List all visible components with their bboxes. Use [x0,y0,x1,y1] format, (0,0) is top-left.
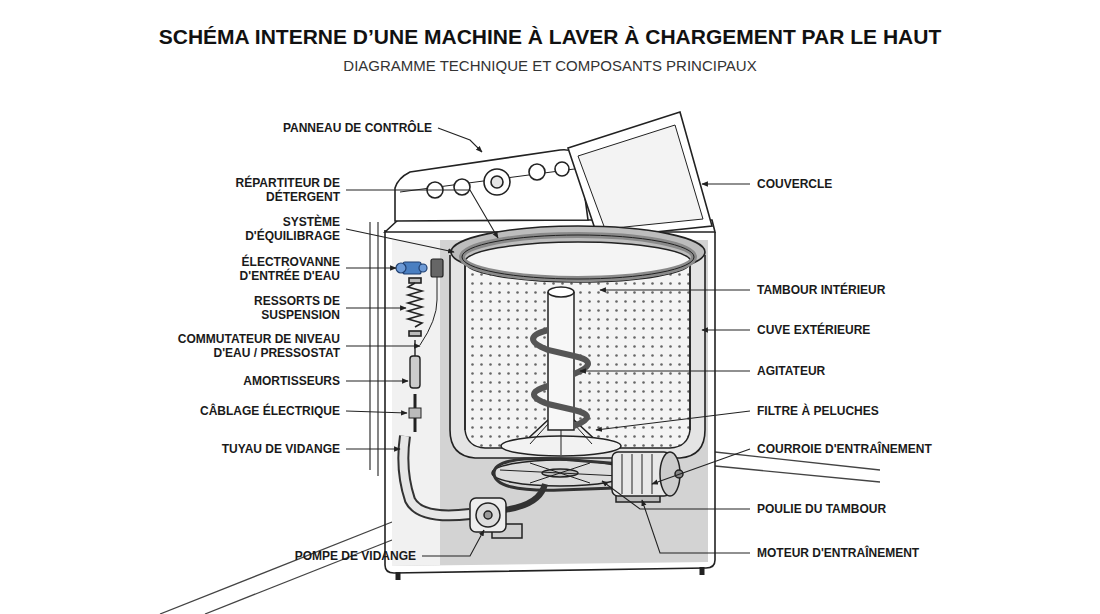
part-label: FILTRE À PELUCHES [757,404,1057,418]
leader-lines-part [346,448,400,449]
inlet-valve-part [396,263,406,273]
leader-lines-part [580,370,750,371]
part-label: CUVE EXTÉRIEURE [757,323,1057,337]
pressure-switch-part [420,277,437,345]
shock-absorber-part [410,356,420,388]
part-label: COURROIE D'ENTRAÎNEMENT [757,442,1057,456]
part-label: TAMBOUR INTÉRIEUR [757,283,1057,297]
diagram-title: SCHÉMA INTERNE D’UNE MACHINE À LAVER À C… [0,24,1100,50]
wiring-part [409,408,421,418]
part-label: SYSTÈME D'ÉQUILIBRAGE [220,215,340,243]
inner-drum-part [465,262,690,430]
suspension-spring [408,278,422,336]
pressure-switch [420,259,443,345]
pressure-switch-part [431,259,443,277]
leader-lines-part [346,190,498,238]
drum-pulley-part [500,463,620,483]
leader-lines-part [702,329,750,330]
floor-lines-part [160,522,392,614]
part-label: AGITATEUR [757,364,1057,378]
suspension-spring-part [409,278,421,283]
cabinet-part [398,567,702,580]
part-label: TUYAU DE VIDANGE [140,442,340,456]
cabinet [385,220,715,580]
outer-tub [450,226,705,458]
floor-lines-part [377,222,378,476]
drain-hose-part [504,484,545,510]
control-panel-part [395,150,588,221]
agitator-part [534,386,587,426]
outer-tub-part [450,255,705,458]
leader-lines [346,128,750,556]
drain-hose-part [403,436,470,515]
part-label: COMMUTATEUR DE NIVEAU D'EAU / PRESSOSTAT [145,332,340,360]
shock-absorber [410,340,420,388]
lid-part [568,112,712,238]
part-label: PANNEAU DE CONTRÔLE [232,121,432,135]
balance-ring-part [462,235,694,279]
part-label: CÂBLAGE ÉLECTRIQUE [140,404,340,418]
drain-pump-part [476,503,500,527]
balance-ring-part [462,235,694,279]
inlet-valve-part [419,264,427,272]
part-label: ÉLECTROVANNE D'ENTRÉE D'EAU [215,255,340,283]
control-panel [395,150,588,221]
drain-pump-part [470,498,506,532]
drive-motor-part [622,454,652,494]
control-panel-part [454,179,470,195]
part-label: COUVERCLE [757,177,1057,191]
part-label: RÉPARTITEUR DE DÉTERGENT [200,176,340,204]
lid [568,112,712,238]
lid-part [578,125,703,229]
leader-lines-part [600,289,750,290]
leader-lines-part [438,128,482,152]
drain-hose-part [403,436,470,515]
leader-lines-part [596,411,750,430]
cabinet-part [385,230,715,573]
part-label: MOTEUR D'ENTRAÎNEMENT [757,546,1057,560]
drain-pump [470,498,522,538]
inlet-valve [396,262,427,274]
control-panel-part [484,169,510,195]
leader-lines-part [652,449,750,484]
leader-lines-part [346,307,406,308]
part-label: RESSORTS DE SUSPENSION [230,294,340,322]
agitator-part [548,287,574,297]
balance-ring [462,235,694,279]
leader-lines-part [346,411,407,413]
leader-lines-part [602,481,750,509]
suspension-spring-part [408,283,422,327]
agitator-part [533,330,588,374]
part-label: AMORTISSEURS [140,374,340,388]
wiring [409,394,421,432]
shock-absorber-part [414,340,415,356]
leader-lines-part [346,380,408,381]
part-label: POULIE DU TAMBOUR [757,502,1057,516]
control-panel-part [491,176,503,188]
suspension-spring-part [409,331,421,336]
leader-lines-part [642,500,750,553]
drain-pump-part [484,511,492,519]
leader-lines-part [346,267,396,268]
cabinet-part [392,240,708,566]
floor-lines-part [715,466,880,482]
leader-lines-part [346,345,420,346]
control-panel-part [529,164,545,180]
leader-lines-part [702,183,750,184]
part-label: POMPE DE VIDANGE [216,549,416,563]
leader-lines-part [422,530,484,556]
leader-lines-part [346,229,454,252]
control-panel-part [555,162,569,176]
subtitle: DIAGRAMME TECHNIQUE ET COMPOSANTS PRINCI… [0,57,1100,75]
